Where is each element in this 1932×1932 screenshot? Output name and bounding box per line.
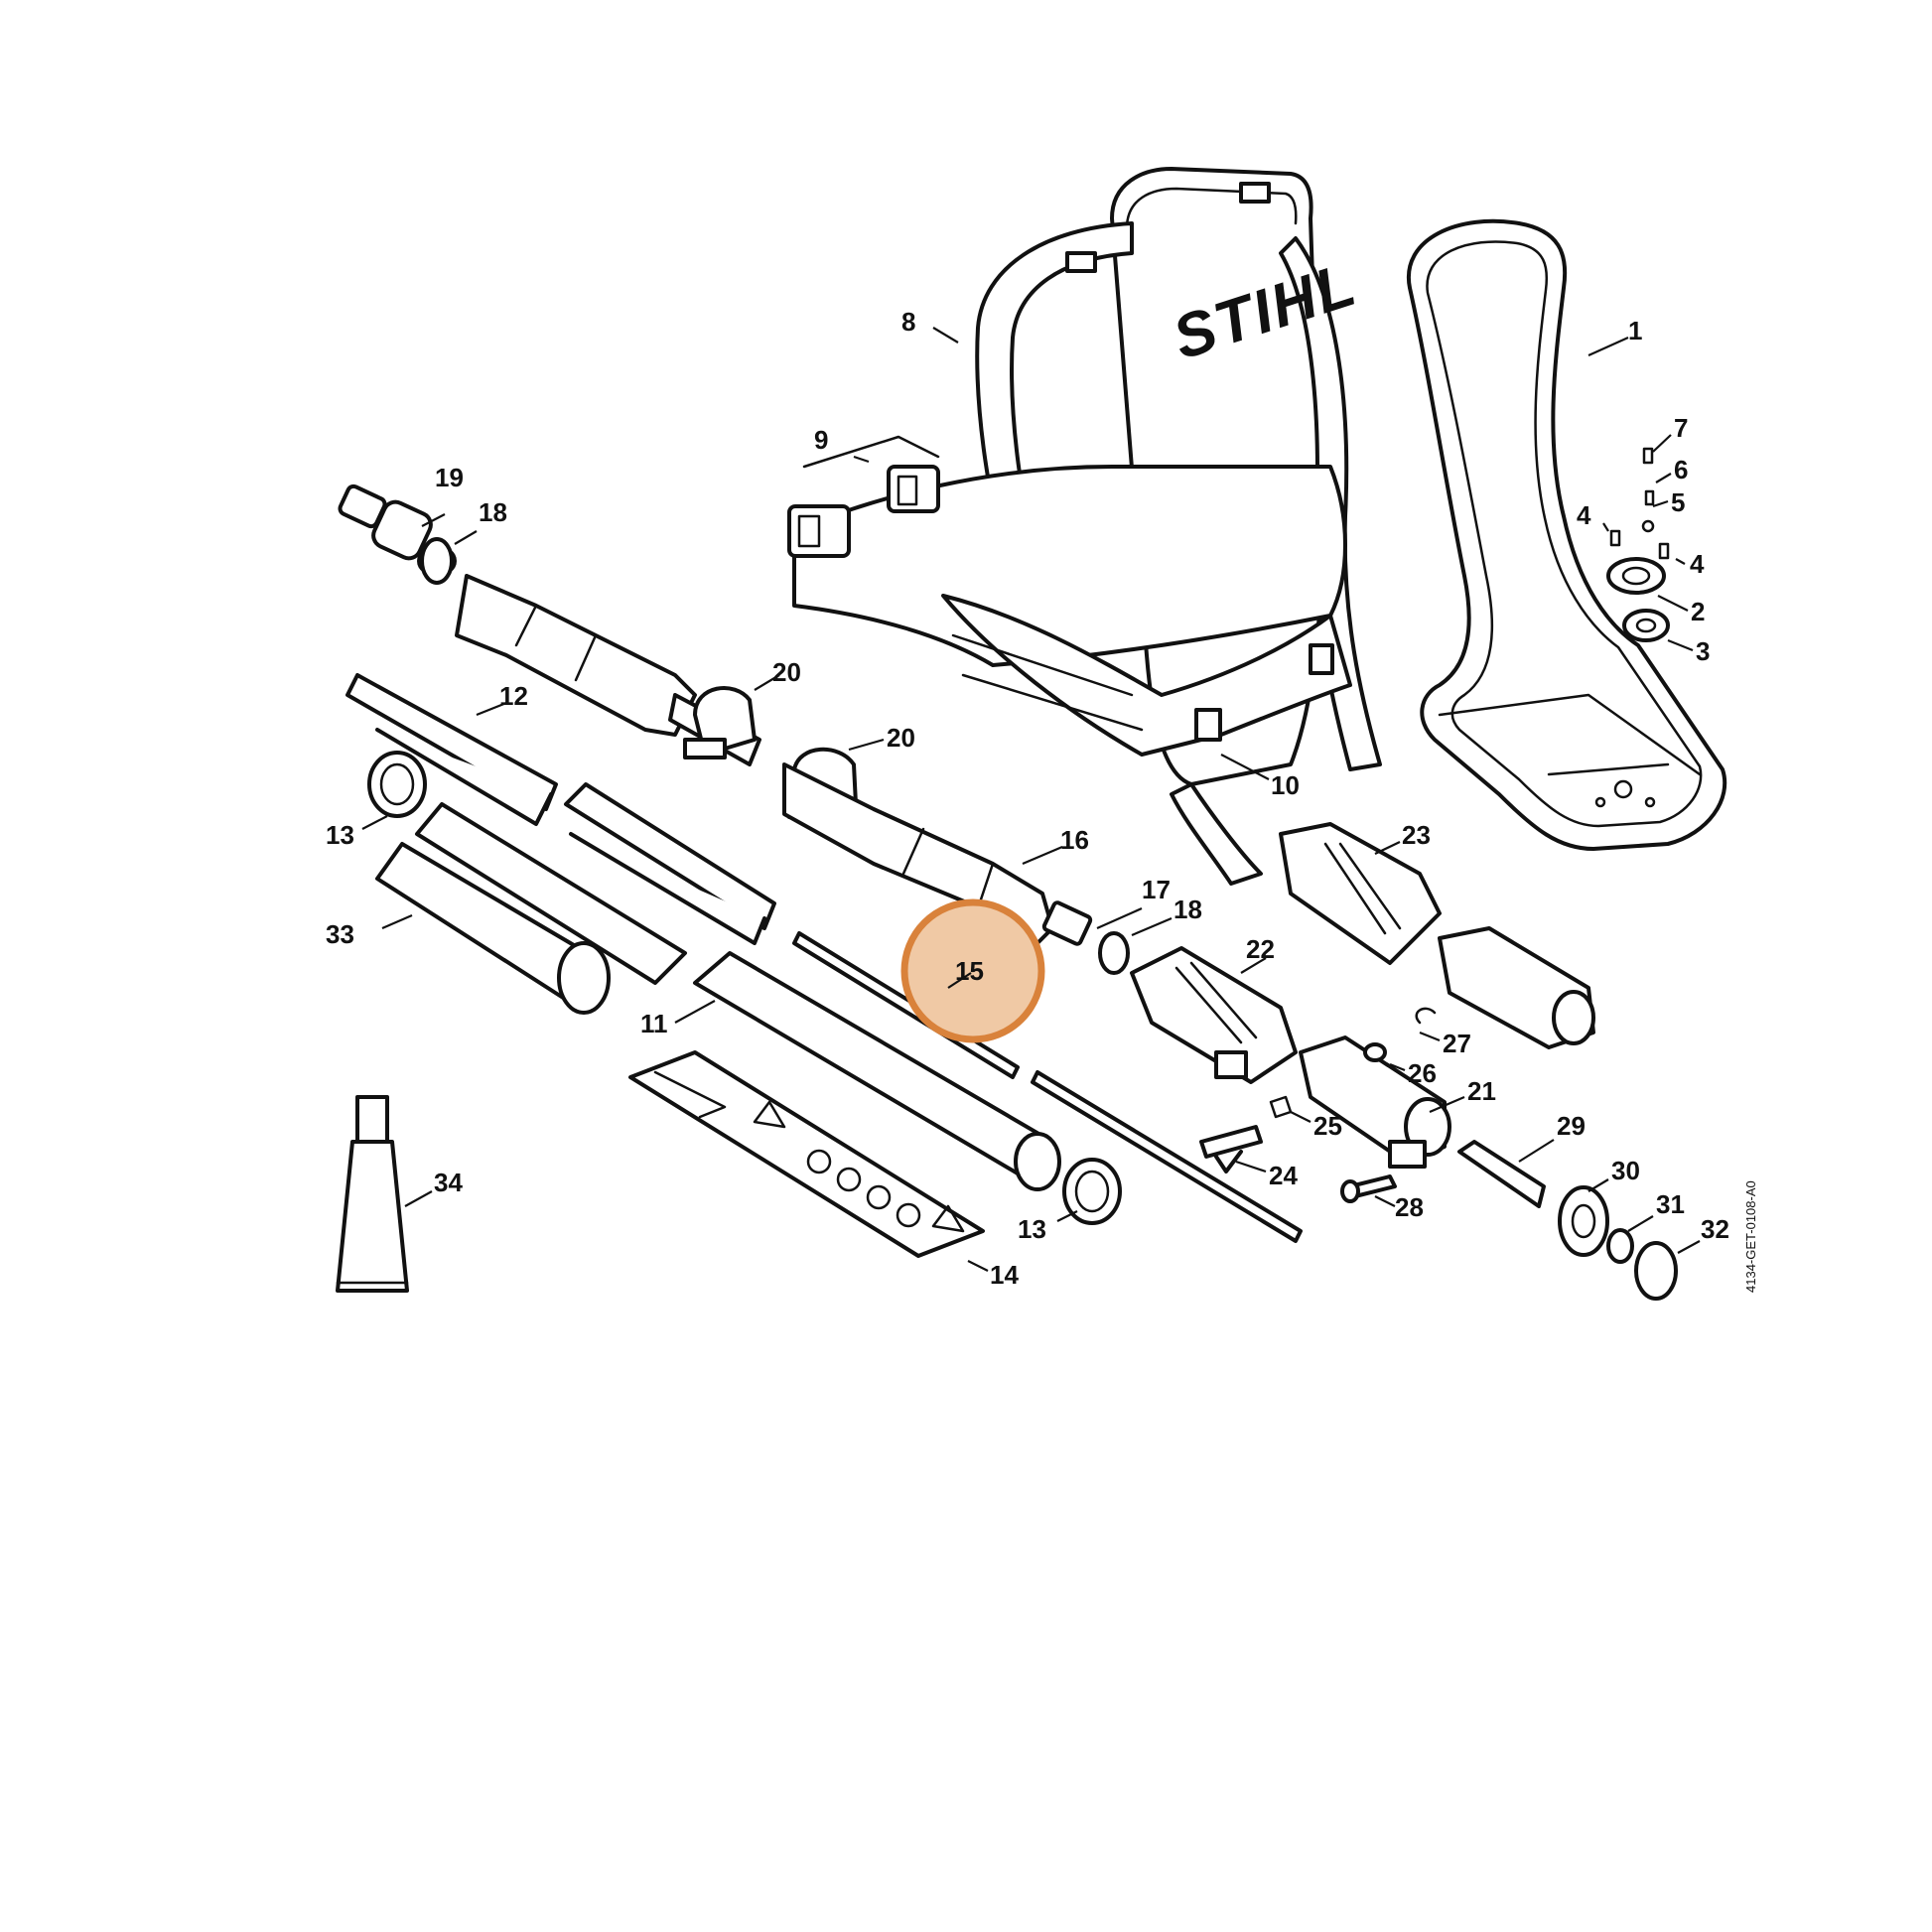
coupling-sleeve-22-drawing bbox=[1130, 946, 1298, 1084]
part-label-8[interactable]: 8 bbox=[901, 307, 915, 337]
part-label-27[interactable]: 27 bbox=[1443, 1029, 1471, 1058]
o-ring-upper bbox=[420, 537, 454, 585]
clamp-upper-drawing bbox=[683, 686, 757, 759]
drawing-code: 4134-GET-0108-A0 bbox=[1743, 1180, 1758, 1293]
part-label-5[interactable]: 5 bbox=[1671, 487, 1685, 517]
nut-lower-drawing bbox=[1062, 1158, 1122, 1225]
part-label-16[interactable]: 16 bbox=[1060, 825, 1089, 855]
part-label-1[interactable]: 1 bbox=[1628, 316, 1642, 345]
part-label-12[interactable]: 12 bbox=[499, 681, 528, 711]
part-label-20a[interactable]: 20 bbox=[772, 657, 801, 687]
part-label-15[interactable]: 15 bbox=[955, 956, 984, 986]
guard-rail-drawing bbox=[345, 673, 776, 945]
part-label-33[interactable]: 33 bbox=[326, 919, 354, 949]
warning-label-drawing bbox=[628, 1050, 985, 1258]
part-label-34[interactable]: 34 bbox=[434, 1168, 463, 1197]
part-label-7[interactable]: 7 bbox=[1674, 413, 1688, 443]
coupling-housing-21-drawing bbox=[1299, 1035, 1451, 1169]
part-label-28[interactable]: 28 bbox=[1395, 1192, 1424, 1222]
part-label-3[interactable]: 3 bbox=[1696, 636, 1710, 666]
part-label-18a[interactable]: 18 bbox=[479, 497, 507, 527]
part-label-29[interactable]: 29 bbox=[1557, 1111, 1586, 1141]
frame-drawing bbox=[1406, 218, 1727, 851]
highlight-circle[interactable] bbox=[900, 898, 1045, 1043]
part-label-26[interactable]: 26 bbox=[1408, 1058, 1437, 1088]
part-label-10[interactable]: 10 bbox=[1271, 770, 1300, 800]
part-label-2[interactable]: 2 bbox=[1691, 597, 1705, 626]
buckle-drawing bbox=[787, 435, 940, 558]
part-label-6[interactable]: 6 bbox=[1674, 455, 1688, 484]
part-labels: 1 2 3 4 4 5 6 7 8 9 10 11 12 13 13 14 15… bbox=[326, 307, 1729, 1290]
grease-tube-drawing bbox=[336, 1095, 409, 1293]
part-label-23[interactable]: 23 bbox=[1402, 820, 1431, 850]
gearbox-23-drawing bbox=[1279, 822, 1595, 1049]
o-ring-lower bbox=[1098, 931, 1130, 975]
part-label-18b[interactable]: 18 bbox=[1173, 895, 1202, 924]
part-label-13a[interactable]: 13 bbox=[326, 820, 354, 850]
part-label-4a[interactable]: 4 bbox=[1577, 500, 1591, 530]
small-hardware-drawing bbox=[1199, 1007, 1437, 1203]
sleeve-drawing bbox=[375, 842, 611, 1015]
nut-upper-drawing bbox=[367, 751, 427, 818]
mounting-hardware-drawing bbox=[1606, 447, 1670, 642]
part-label-9[interactable]: 9 bbox=[814, 425, 828, 455]
part-label-25[interactable]: 25 bbox=[1313, 1111, 1342, 1141]
part-label-17[interactable]: 17 bbox=[1142, 875, 1171, 904]
part-label-11[interactable]: 11 bbox=[640, 1009, 668, 1038]
part-label-32[interactable]: 32 bbox=[1701, 1214, 1729, 1244]
part-label-31[interactable]: 31 bbox=[1656, 1189, 1685, 1219]
leader-lines bbox=[361, 327, 1701, 1272]
part-label-24[interactable]: 24 bbox=[1269, 1161, 1298, 1190]
backpack-harness-drawing: STIHL bbox=[792, 167, 1382, 886]
part-label-14[interactable]: 14 bbox=[990, 1260, 1019, 1290]
drive-tube-drawing bbox=[415, 802, 1061, 1191]
part-label-30[interactable]: 30 bbox=[1611, 1156, 1640, 1185]
part-label-13b[interactable]: 13 bbox=[1018, 1214, 1046, 1244]
part-label-19[interactable]: 19 bbox=[435, 463, 464, 492]
part-label-4b[interactable]: 4 bbox=[1690, 549, 1705, 579]
part-label-21[interactable]: 21 bbox=[1467, 1076, 1496, 1106]
part-label-20b[interactable]: 20 bbox=[887, 723, 915, 753]
shaft-lower-drawing bbox=[782, 762, 1093, 946]
bearing-stack-drawing bbox=[1457, 1140, 1678, 1301]
part-label-22[interactable]: 22 bbox=[1246, 934, 1275, 964]
